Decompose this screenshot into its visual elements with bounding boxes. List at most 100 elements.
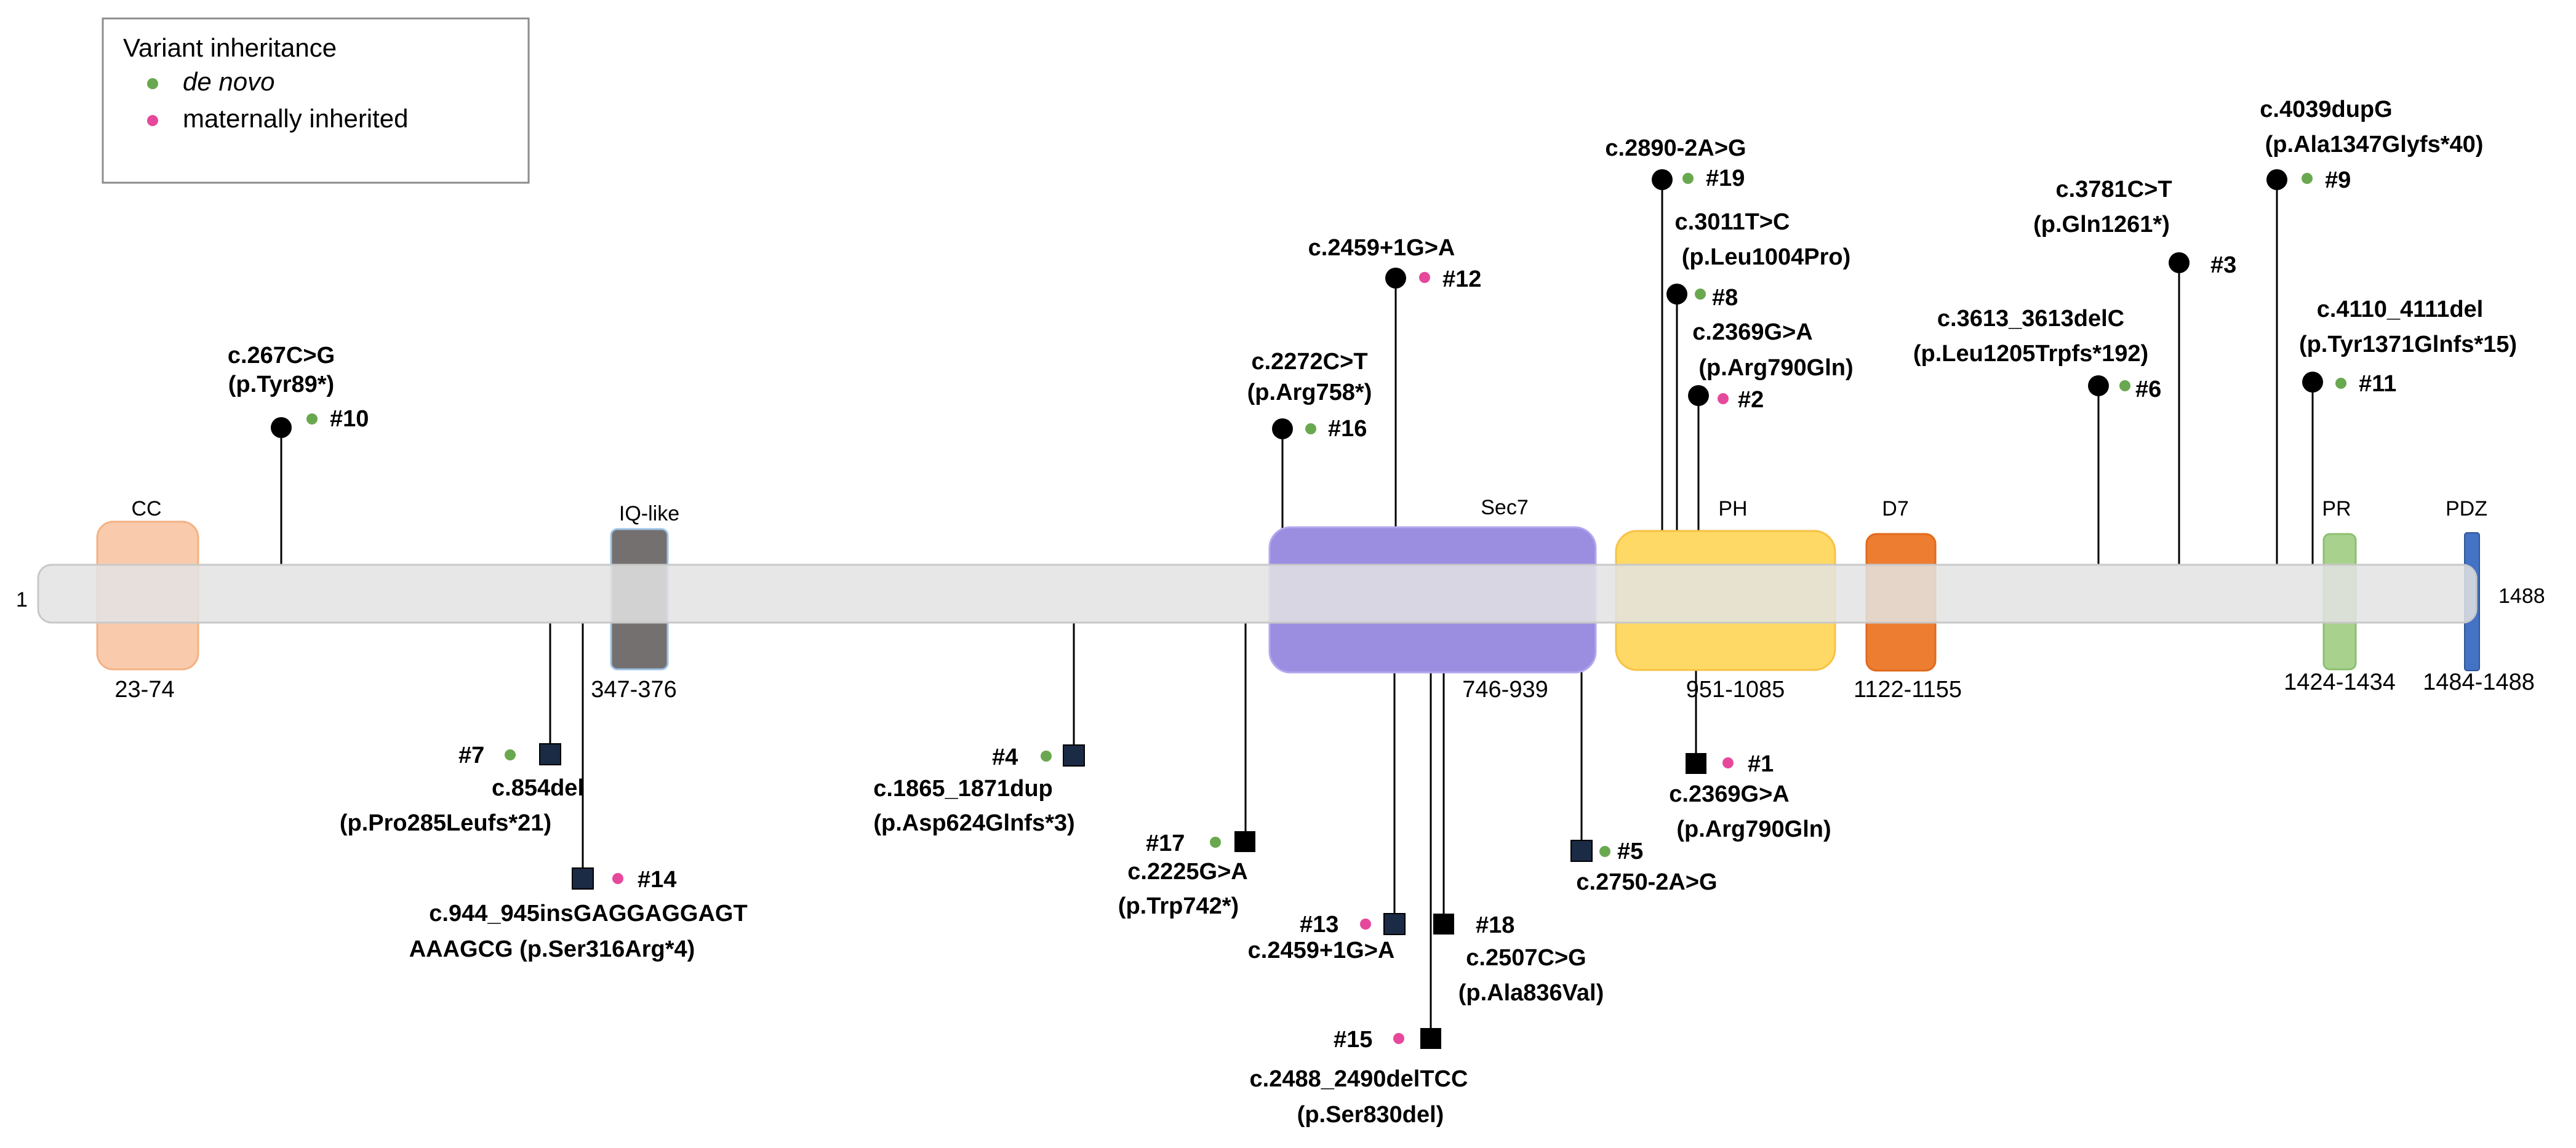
variant-7-protein: (p.Pro285Leufs*21) [340,810,551,836]
variant-15-cdna: c.2488_2490delTCC [1250,1066,1468,1092]
variant-11: c.4110_4111del (p.Tyr1371Glnfs*15) #11 [2299,297,2517,397]
variant-19: c.2890-2A>G #19 [1605,135,1746,191]
variant-8: c.3011T>C (p.Leu1004Pro) #8 [1666,209,1850,311]
legend-box [102,17,530,184]
variant-12-inheritance-dot [1419,272,1430,283]
domain-cc-name: CC [131,497,161,520]
variant-17-inheritance-dot [1210,837,1221,848]
variant-8-inheritance-dot [1695,289,1706,300]
legend-maternal-label: maternally inherited [183,104,409,133]
domain-ph-name: PH [1718,497,1747,520]
legend-maternal-marker [147,115,158,126]
domain-pr-name: PR [2322,497,2351,520]
variant-2: c.2369G>A (p.Arg790Gln) #2 [1688,319,1854,413]
variant-14-marker [572,867,594,890]
domain-pr-range: 1424-1434 [2284,669,2396,695]
variant-18-protein: (p.Ala836Val) [1458,980,1604,1006]
variant-10-id: #10 [330,406,369,432]
variant-12: c.2459+1G>A #12 [1308,235,1482,292]
variant-2-id: #2 [1738,387,1764,413]
variant-6-marker [2088,375,2109,396]
variant-7: #7 c.854del (p.Pro285Leufs*21) [340,743,584,836]
variant-stems [280,180,2314,1038]
variant-18: #18 c.2507C>G (p.Ala836Val) [1433,912,1604,1006]
variant-16-id: #16 [1328,416,1367,442]
domain-iq-like-name: IQ-like [619,502,679,525]
variant-11-protein: (p.Tyr1371Glnfs*15) [2299,332,2517,357]
variant-1: #1 c.2369G>A (p.Arg790Gln) [1669,751,1831,842]
variant-19-id: #19 [1706,165,1745,191]
variant-2-inheritance-dot [1718,393,1729,404]
variant-9-marker [2266,169,2287,190]
variant-9-cdna: c.4039dupG [2260,97,2392,122]
variant-19-marker [1652,169,1673,190]
variant-17-id: #17 [1146,831,1185,856]
variant-13-id: #13 [1300,912,1338,938]
variant-8-cdna: c.3011T>C [1675,209,1790,235]
domain-ph-range: 951-1085 [1686,677,1785,703]
variant-9-protein: (p.Ala1347Glyfs*40) [2265,132,2484,157]
variant-14-inheritance-dot [612,873,623,884]
protein-end-label: 1488 [2498,584,2545,608]
variant-14: #14 c.944_945insGAGGAGGAGT AAAGCG (p.Ser… [409,867,748,962]
variant-17: #17 c.2225G>A (p.Trp742*) [1118,831,1255,919]
variant-12-id: #12 [1442,266,1481,292]
variant-3: c.3781C>T (p.Gln1261*) #3 [2033,177,2236,278]
variant-19-cdna: c.2890-2A>G [1605,135,1746,161]
variant-6: c.3613_3613delC (p.Leu1205Trpfs*192) #6 [1913,306,2161,402]
legend-de-novo-marker [147,78,158,89]
variant-7-marker [539,743,561,765]
variant-3-protein: (p.Gln1261*) [2033,212,2170,237]
variant-15-inheritance-dot [1393,1033,1404,1044]
variant-3-cdna: c.3781C>T [2055,177,2172,202]
variant-13-inheritance-dot [1360,919,1371,930]
variant-9: c.4039dupG (p.Ala1347Glyfs*40) #9 [2260,97,2483,193]
variant-4-id: #4 [992,744,1018,770]
variant-7-inheritance-dot [505,749,516,760]
variant-15-id: #15 [1334,1027,1372,1053]
variant-9-inheritance-dot [2302,173,2313,184]
variant-4-marker [1063,744,1085,767]
variant-1-inheritance-dot [1722,757,1734,768]
domain-pdz-range: 1484-1488 [2423,669,2535,695]
domain-cc-range: 23-74 [114,677,174,703]
variant-6-cdna: c.3613_3613delC [1937,306,2124,332]
domain-d7-range: 1122-1155 [1854,677,1962,703]
domain-iq-like-range: 347-376 [591,677,676,703]
domain-pdz-name: PDZ [2446,497,2487,520]
variant-10-protein: (p.Tyr89*) [228,372,334,397]
variant-10-cdna: c.267C>G [228,343,335,369]
variant-3-marker [2169,252,2190,273]
variant-13-marker [1383,913,1406,935]
variant-10-inheritance-dot [306,413,318,425]
variant-1-cdna: c.2369G>A [1669,781,1789,807]
variant-5-cdna: c.2750-2A>G [1576,869,1717,895]
variant-5-marker [1570,840,1593,862]
domain-d7-name: D7 [1882,497,1908,520]
variant-16: c.2272C>T (p.Arg758*) #16 [1247,349,1372,442]
variant-9-id: #9 [2325,167,2351,193]
variant-3-id: #3 [2210,252,2236,278]
variant-17-cdna: c.2225G>A [1127,859,1247,885]
variant-16-marker [1272,418,1293,439]
variant-6-id: #6 [2135,377,2161,402]
legend-title: Variant inheritance [123,33,337,62]
variants-below: #7 c.854del (p.Pro285Leufs*21) #14 c.944… [340,743,1831,1128]
variant-4-cdna: c.1865_1871dup [873,776,1053,802]
variant-1-id: #1 [1748,751,1774,777]
protein-backbone [37,564,2478,624]
variant-2-cdna: c.2369G>A [1692,319,1812,345]
variant-12-marker [1385,268,1406,289]
variants-above: c.267C>G (p.Tyr89*) #10 c.2272C>T (p.Arg… [228,97,2517,442]
variant-8-id: #8 [1712,285,1738,311]
variant-12-cdna: c.2459+1G>A [1308,235,1455,261]
variant-15: #15 c.2488_2490delTCC (p.Ser830del) [1250,1027,1468,1128]
variant-10-marker [271,417,292,438]
variant-15-protein: (p.Ser830del) [1297,1102,1444,1128]
variant-1-protein: (p.Arg790Gln) [1676,816,1831,842]
variant-7-cdna: c.854del [492,775,584,801]
legend-de-novo-label: de novo [183,67,274,96]
variant-15-marker [1420,1028,1441,1049]
variant-5: #5 c.2750-2A>G [1570,839,1718,895]
